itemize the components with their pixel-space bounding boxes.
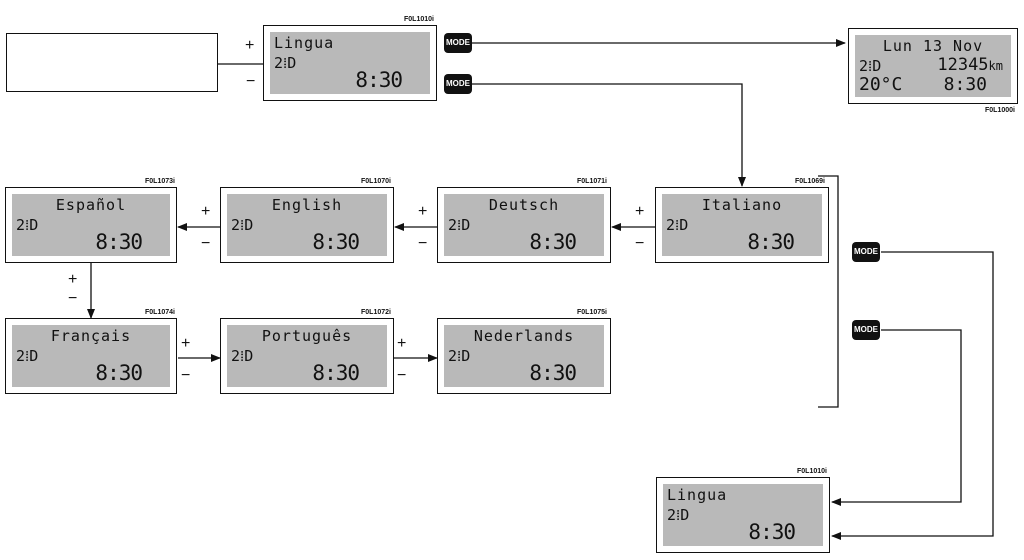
odometer-readout: 12345km xyxy=(937,55,1003,75)
figure-code: F0L1074i xyxy=(145,309,175,316)
plus-sign: + xyxy=(418,203,428,220)
figure-code: F0L1010i xyxy=(404,16,434,23)
mode1-button[interactable]: MODE 1 xyxy=(852,320,880,354)
deutsch-display: Deutsch 2⁞D 8:30 xyxy=(437,187,611,263)
display-time: 8:30 xyxy=(95,361,143,385)
francais-display: Français 2⁞D 8:30 xyxy=(5,318,177,394)
display-time: 8:30 xyxy=(529,361,577,385)
display-time: 8:30 xyxy=(312,361,360,385)
display-title: Deutsch xyxy=(488,196,560,214)
plus-sign: + xyxy=(68,271,78,288)
headlight-level-icon: 2⁞D xyxy=(231,347,254,365)
plus-sign: + xyxy=(635,203,645,220)
headlight-level-icon: 2⁞D xyxy=(448,347,471,365)
headlight-level-icon: 2⁞D xyxy=(231,216,254,234)
bracket-language-group xyxy=(818,175,839,408)
figure-code: F0L1070i xyxy=(361,178,391,185)
display-time: 8:30 xyxy=(355,68,403,92)
figure-code: F0L1075i xyxy=(577,309,607,316)
plus-sign: + xyxy=(201,203,211,220)
display-date: Lun 13 Nov xyxy=(882,37,984,55)
display-time: 8:30 xyxy=(748,520,796,544)
headlight-level-icon: 2⁞D xyxy=(666,216,689,234)
headlight-level-icon: 2⁞D xyxy=(16,216,39,234)
display-title: Lingua xyxy=(274,34,335,52)
minus-sign: − xyxy=(635,235,645,252)
display-time: 8:30 xyxy=(529,230,577,254)
display-time: 8:30 xyxy=(943,74,987,95)
outside-temperature: 20°C xyxy=(859,74,903,95)
odometer-value: 12345 xyxy=(937,55,989,75)
headlight-level-icon: 2⁞D xyxy=(16,347,39,365)
plus-sign: + xyxy=(245,37,255,54)
nederlands-display: Nederlands 2⁞D 8:30 xyxy=(437,318,611,394)
figure-code: F0L1073i xyxy=(145,178,175,185)
arrow-mode1-to-lingua xyxy=(831,329,962,506)
espanol-display: Español 2⁞D 8:30 xyxy=(5,187,177,263)
headlight-level-icon: 2⁞D xyxy=(667,506,690,524)
arrow-mode2-to-lingua xyxy=(831,251,994,540)
display-title: English xyxy=(271,196,343,214)
display-time: 8:30 xyxy=(95,230,143,254)
display-time: 8:30 xyxy=(747,230,795,254)
display-title: Français xyxy=(50,327,132,345)
figure-code: F0L1072i xyxy=(361,309,391,316)
display-title: Español xyxy=(55,196,127,214)
plus-sign: + xyxy=(181,335,191,352)
lingua-display-bottom: Lingua 2⁞D 8:30 xyxy=(656,477,830,553)
minus-sign: − xyxy=(68,290,78,307)
figure-code: F0L1071i xyxy=(577,178,607,185)
figure-code: F0L1010i xyxy=(797,468,827,475)
plus-sign: + xyxy=(397,335,407,352)
minus-sign: − xyxy=(246,73,256,90)
arrow-mode1-to-italiano xyxy=(472,83,746,187)
minus-sign: − xyxy=(181,367,191,384)
display-title: Lingua xyxy=(667,486,728,504)
figure-code: F0L1069i xyxy=(795,178,825,185)
headlight-level-icon: 2⁞D xyxy=(274,54,297,72)
portugues-display: Português 2⁞D 8:30 xyxy=(220,318,394,394)
minus-sign: − xyxy=(201,235,211,252)
mode2-button[interactable]: MODE 2 xyxy=(444,33,472,67)
headlight-level-icon: 2⁞D xyxy=(859,57,882,75)
english-display: English 2⁞D 8:30 xyxy=(220,187,394,263)
trip-display: Lun 13 Nov 2⁞D 12345km 20°C 8:30 xyxy=(848,28,1018,104)
display-title: Italiano xyxy=(701,196,783,214)
odometer-unit: km xyxy=(988,59,1003,73)
display-title: Nederlands xyxy=(473,327,575,345)
mode1-button[interactable]: MODE 1 xyxy=(444,74,472,108)
blank-display-box xyxy=(6,33,218,92)
minus-sign: − xyxy=(418,235,428,252)
italiano-display: Italiano 2⁞D 8:30 xyxy=(655,187,829,263)
mode2-button[interactable]: MODE 2 xyxy=(852,242,880,276)
headlight-level-icon: 2⁞D xyxy=(448,216,471,234)
lingua-display-top: Lingua 2⁞D 8:30 xyxy=(263,25,437,101)
figure-code: F0L1000i xyxy=(985,107,1015,114)
display-time: 8:30 xyxy=(312,230,360,254)
minus-sign: − xyxy=(397,367,407,384)
display-title: Português xyxy=(261,327,353,345)
